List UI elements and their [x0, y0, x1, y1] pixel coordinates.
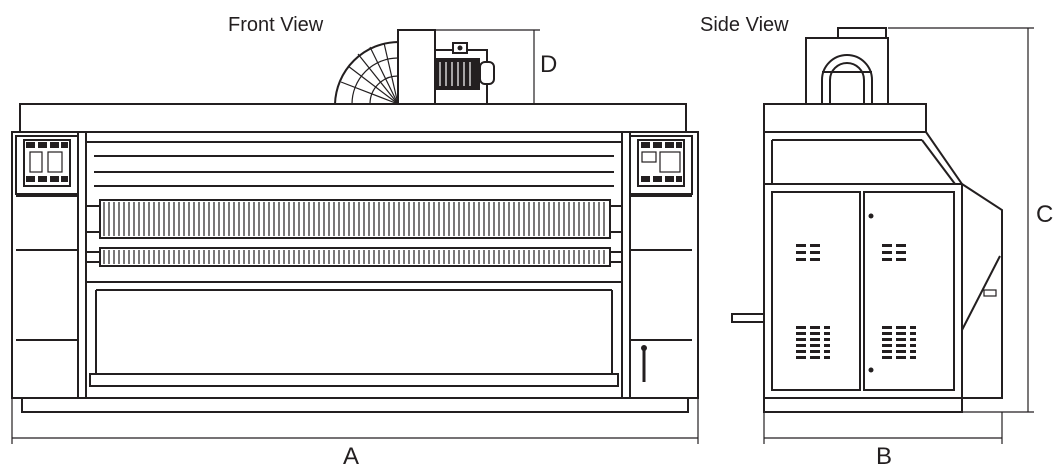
right-side-panel	[621, 132, 693, 398]
ironing-roller	[85, 199, 623, 239]
right-door	[863, 191, 955, 391]
dimension-b-label: B	[876, 443, 892, 466]
side-cabinet	[763, 131, 963, 399]
right-display	[641, 151, 657, 163]
left-buttons	[47, 151, 63, 173]
dimension-b: B	[763, 412, 1003, 466]
dimension-d-label: D	[540, 51, 557, 78]
right-buttons	[659, 151, 681, 173]
front-view-title: Front View	[228, 14, 324, 36]
feed-rod	[731, 313, 765, 323]
left-door	[771, 191, 861, 391]
motor-end-cap	[479, 61, 495, 85]
side-view: B C	[731, 27, 1053, 466]
fan-outlet-duct	[397, 29, 436, 105]
secondary-roller	[85, 247, 623, 267]
fan-housing	[333, 40, 399, 105]
left-control-box	[23, 139, 71, 187]
front-guard	[961, 183, 1003, 399]
dimension-a-label: A	[343, 443, 359, 466]
motor-fins	[439, 62, 471, 86]
side-base	[763, 397, 963, 413]
side-doors	[771, 191, 955, 391]
dimension-c: C	[888, 27, 1053, 413]
fan-blades	[340, 42, 399, 105]
dimension-a: A	[11, 398, 699, 466]
left-side-panel	[15, 132, 87, 398]
side-view-title: Side View	[700, 14, 789, 36]
machine-base	[21, 397, 689, 413]
dimension-c-label: C	[1036, 201, 1053, 228]
left-display	[29, 151, 43, 173]
feed-section	[86, 141, 622, 187]
junction-box-screw	[457, 45, 463, 51]
top-cover	[19, 103, 687, 133]
right-control-box	[637, 139, 685, 187]
exhaust-fan-assembly	[333, 29, 495, 105]
output-tray	[86, 281, 622, 387]
front-view: D	[11, 29, 699, 466]
side-top-cover	[763, 103, 927, 133]
side-fan-housing	[805, 27, 889, 105]
